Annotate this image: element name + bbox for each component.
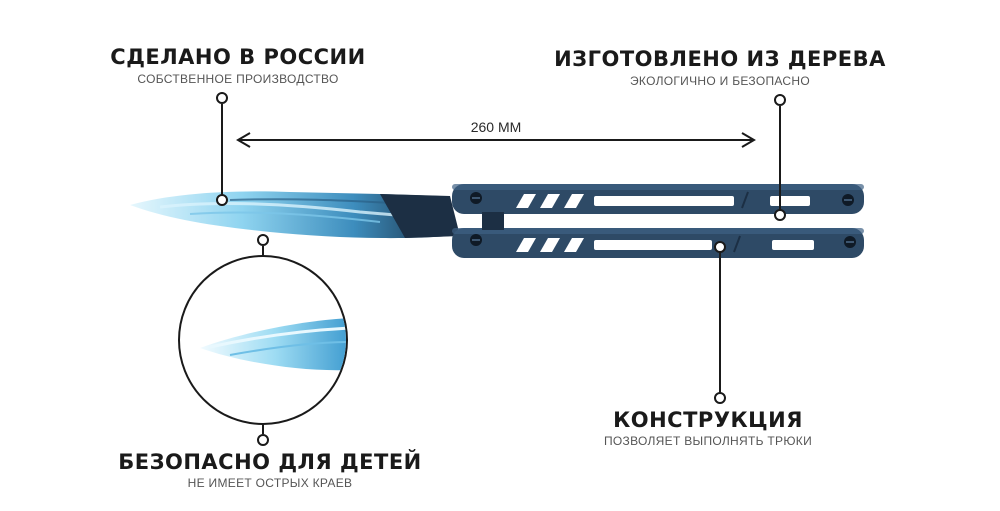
knife-blade	[130, 191, 460, 239]
leader-dots	[216, 92, 786, 446]
dimension-label: 260 ММ	[470, 119, 522, 135]
callout-made-of-wood-title: ИЗГОТОВЛЕНО ИЗ ДЕРЕВА	[554, 47, 886, 71]
callout-made-in-russia-subtitle: СОБСТВЕННОЕ ПРОИЗВОДСТВО	[137, 72, 339, 86]
knife-handles	[452, 184, 864, 258]
callout-construction-subtitle: ПОЗВОЛЯЕТ ВЫПОЛНЯТЬ ТРЮКИ	[604, 434, 812, 448]
callout-made-in-russia-title: СДЕЛАНО В РОССИИ	[110, 45, 366, 69]
callout-safe-for-kids-subtitle: НЕ ИМЕЕТ ОСТРЫХ КРАЕВ	[187, 476, 353, 490]
callout-made-of-wood-subtitle: ЭКОЛОГИЧНО И БЕЗОПАСНО	[630, 74, 810, 88]
leader-lines	[221, 104, 781, 434]
dimension-arrow	[236, 132, 756, 148]
callout-construction-title: КОНСТРУКЦИЯ	[613, 408, 803, 432]
blade-zoom-circle	[178, 255, 348, 425]
callout-safe-for-kids-title: БЕЗОПАСНО ДЛЯ ДЕТЕЙ	[118, 450, 422, 474]
